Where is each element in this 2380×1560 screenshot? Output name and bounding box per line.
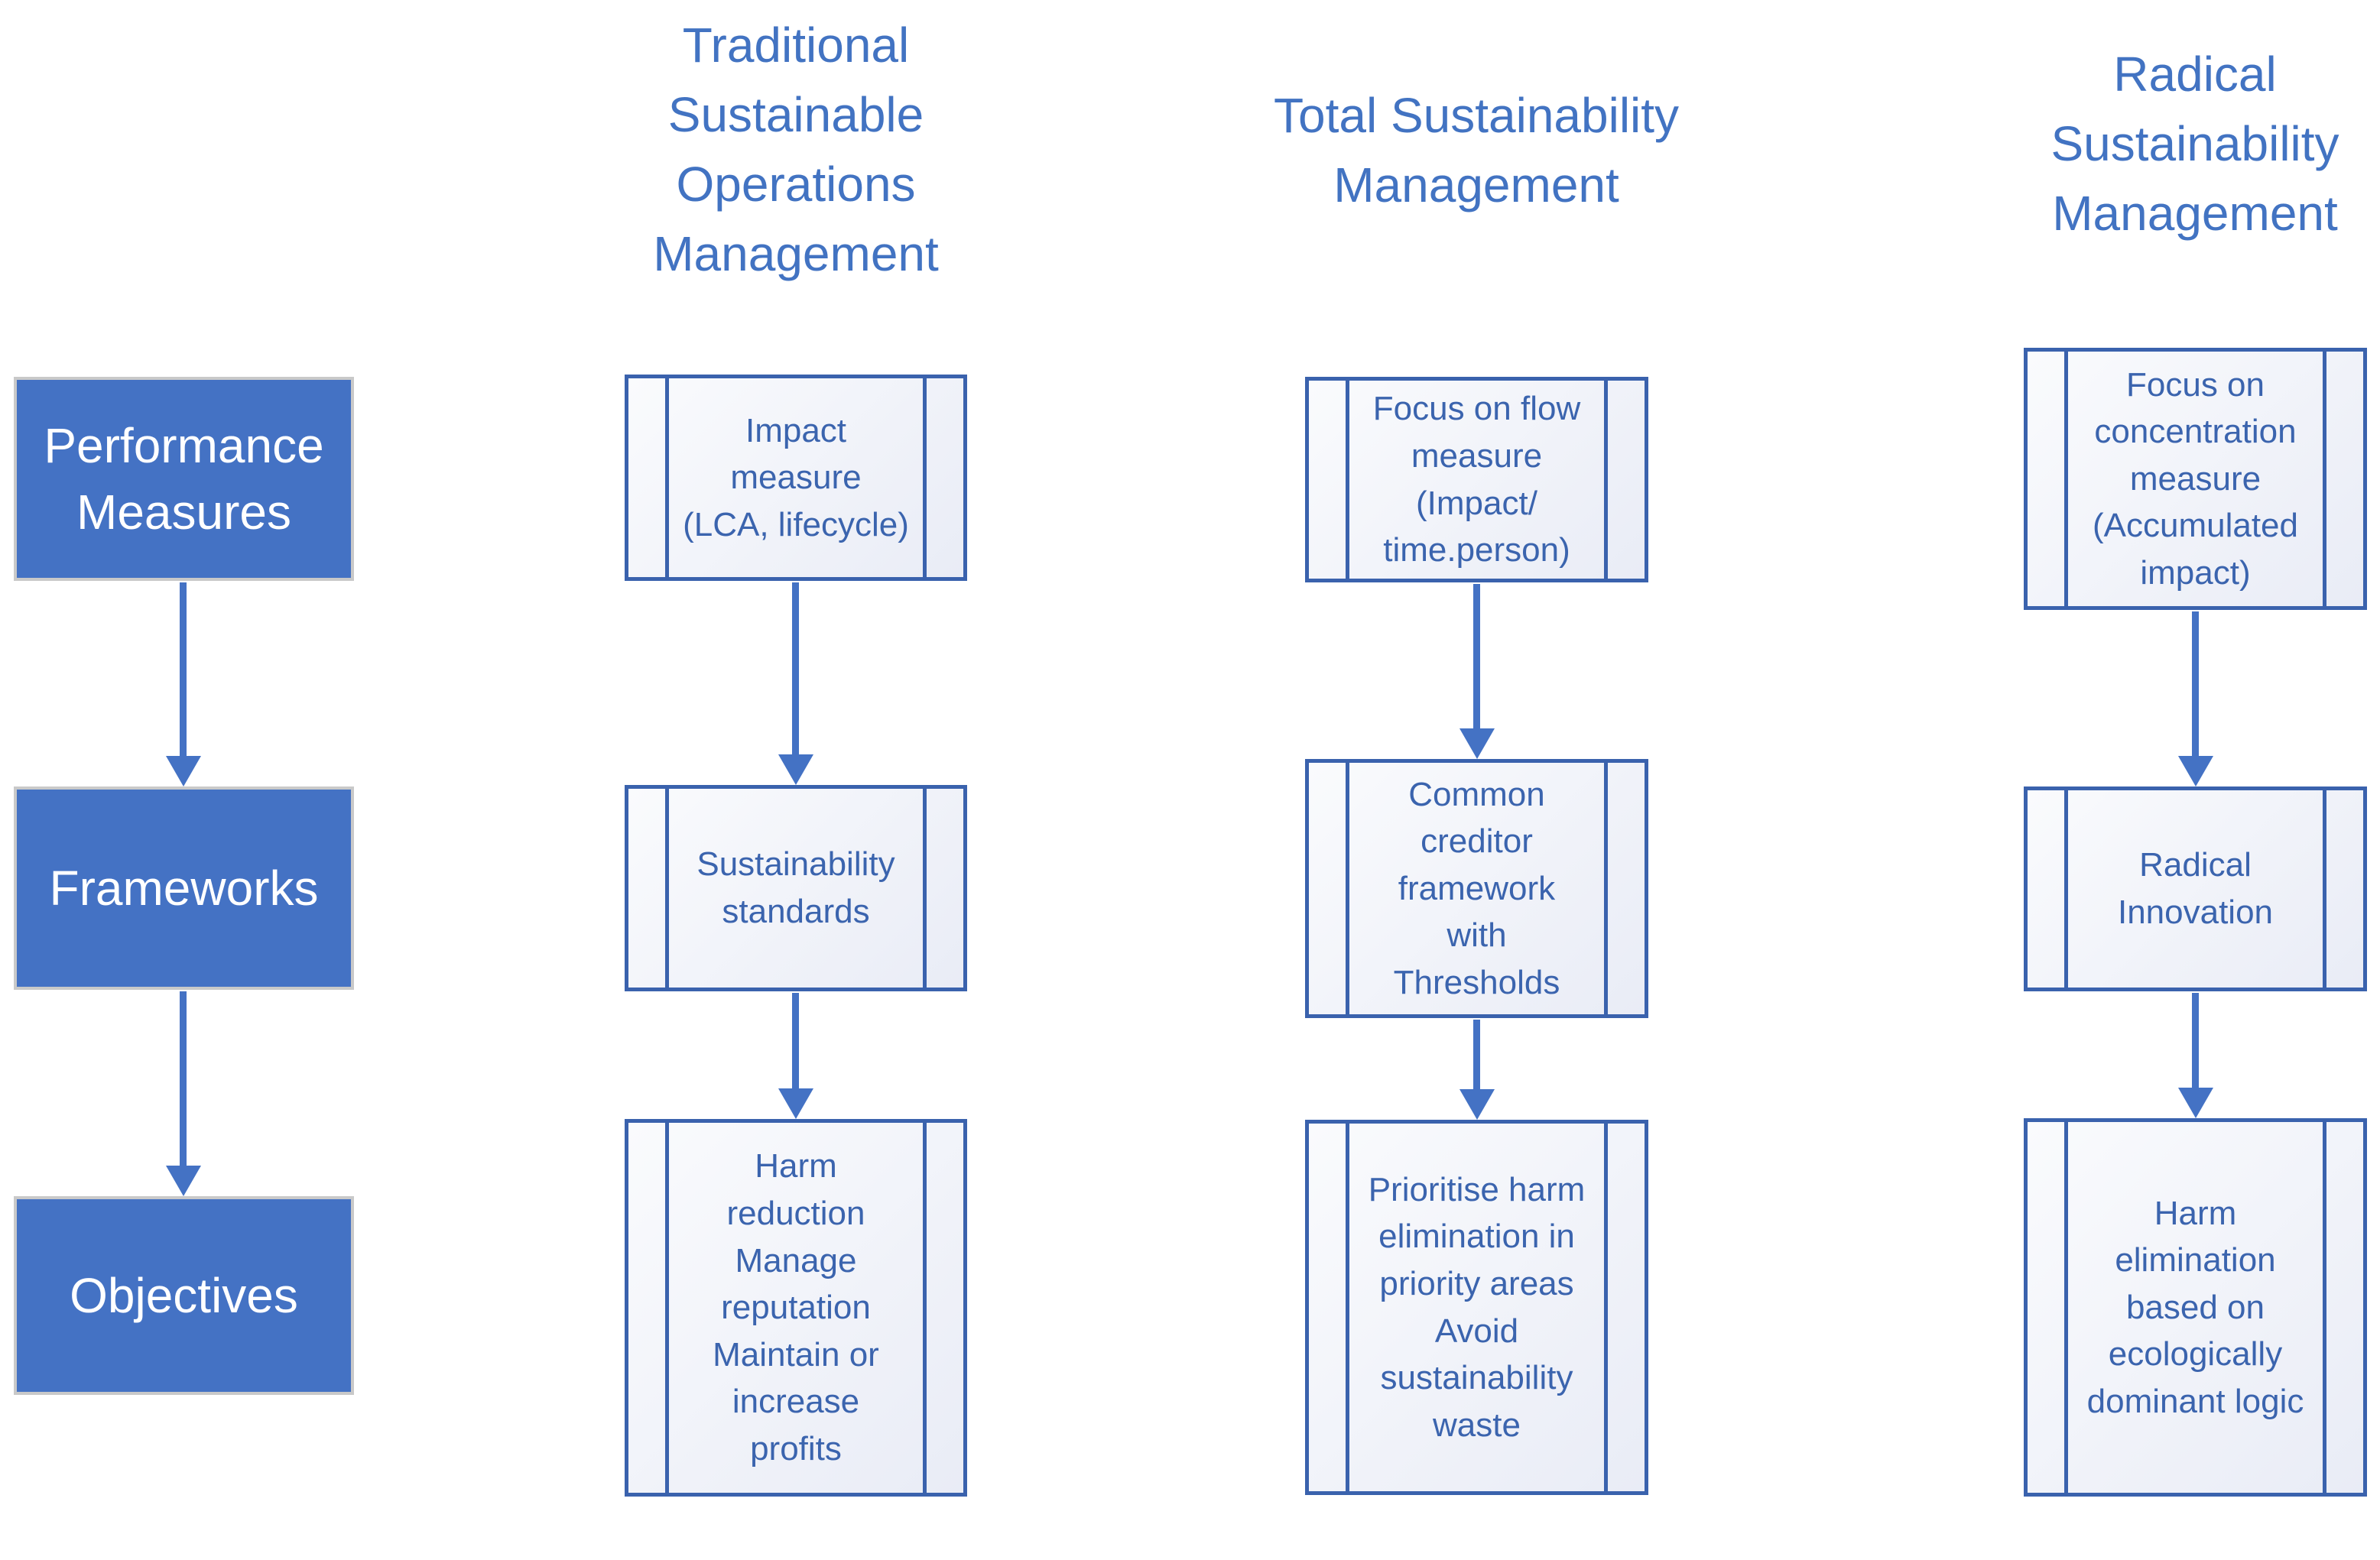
box-radical-innovation-text: Radical Innovation — [2117, 846, 2274, 931]
box-common-creditor-framework-text: Common creditor framework with Threshold… — [1393, 775, 1560, 1001]
arrow-flow-measure-to-common-creditor-framework — [1459, 584, 1495, 759]
box-radical-innovation: Radical Innovation — [2024, 786, 2367, 991]
predefined-process-left-bar — [2064, 352, 2068, 606]
predefined-process-right-bar — [2323, 352, 2326, 606]
arrow-concentration-measure-to-radical-innovation — [2178, 611, 2213, 786]
predefined-process-left-bar — [2064, 1122, 2068, 1493]
arrow-common-creditor-framework-to-prioritise-harm-elimination — [1459, 1020, 1495, 1120]
predefined-process-left-bar — [665, 789, 669, 988]
arrow-stem — [792, 993, 799, 1090]
arrow-head-down-icon — [778, 754, 813, 785]
box-impact-measure: Impact measure (LCA, lifecycle) — [625, 375, 967, 581]
box-harm-elimination: Harm elimination based on ecologically d… — [2024, 1118, 2367, 1497]
predefined-process-right-bar — [923, 1123, 927, 1493]
predefined-process-left-bar — [1346, 381, 1349, 579]
arrow-radical-innovation-to-harm-elimination — [2178, 993, 2213, 1118]
arrow-stem — [2192, 611, 2199, 757]
row-label-performance-measures-text: Performance Measures — [44, 418, 324, 540]
predefined-process-right-bar — [1604, 763, 1608, 1014]
arrow-stem — [180, 582, 187, 757]
arrow-head-down-icon — [1459, 1089, 1495, 1120]
box-harm-reduction-objectives: Harm reduction Manage reputation Maintai… — [625, 1119, 967, 1497]
column-header-radical-sustainability-management: Radical Sustainability Management — [2050, 47, 2339, 241]
column-header-total-sustainability-management: Total Sustainability Management — [1273, 88, 1680, 212]
box-concentration-measure: Focus on concentration measure (Accumula… — [2024, 348, 2367, 610]
box-impact-measure-text: Impact measure (LCA, lifecycle) — [683, 411, 909, 543]
arrow-stem — [180, 991, 187, 1167]
predefined-process-right-bar — [1604, 1124, 1608, 1491]
column-header-traditional-sustainable-operations-management: Traditional Sustainable Operations Manag… — [653, 18, 939, 281]
arrow-stem — [792, 582, 799, 756]
arrow-head-down-icon — [2178, 1088, 2213, 1118]
box-concentration-measure-text: Focus on concentration measure (Accumula… — [2092, 365, 2298, 592]
box-sustainability-standards-text: Sustainability standards — [696, 845, 895, 930]
predefined-process-left-bar — [665, 1123, 669, 1493]
predefined-process-right-bar — [2323, 790, 2326, 988]
box-flow-measure: Focus on flow measure (Impact/ time.pers… — [1305, 377, 1648, 582]
predefined-process-right-bar — [923, 378, 927, 577]
row-label-performance-measures: Performance Measures — [14, 377, 354, 581]
predefined-process-left-bar — [1346, 1124, 1349, 1491]
arrow-frameworks-to-objectives — [166, 991, 201, 1196]
arrow-stem — [1473, 1020, 1480, 1091]
row-label-frameworks: Frameworks — [14, 786, 354, 990]
arrow-head-down-icon — [2178, 756, 2213, 786]
arrow-stem — [1473, 584, 1480, 730]
row-label-objectives-text: Objectives — [70, 1267, 298, 1323]
row-label-objectives: Objectives — [14, 1196, 354, 1395]
predefined-process-right-bar — [2323, 1122, 2326, 1493]
predefined-process-left-bar — [1346, 763, 1349, 1014]
arrow-performance-measures-to-frameworks — [166, 582, 201, 786]
row-label-frameworks-text: Frameworks — [49, 860, 319, 916]
arrow-head-down-icon — [166, 756, 201, 786]
arrow-head-down-icon — [1459, 728, 1495, 759]
predefined-process-left-bar — [665, 378, 669, 577]
box-sustainability-standards: Sustainability standards — [625, 785, 967, 991]
box-prioritise-harm-elimination-text: Prioritise harm elimination in priority … — [1368, 1170, 1586, 1444]
predefined-process-right-bar — [923, 789, 927, 988]
box-prioritise-harm-elimination: Prioritise harm elimination in priority … — [1305, 1120, 1648, 1495]
predefined-process-left-bar — [2064, 790, 2068, 988]
arrow-head-down-icon — [778, 1088, 813, 1119]
box-harm-elimination-text: Harm elimination based on ecologically d… — [2086, 1194, 2304, 1420]
box-flow-measure-text: Focus on flow measure (Impact/ time.pers… — [1372, 390, 1581, 569]
predefined-process-right-bar — [1604, 381, 1608, 579]
box-common-creditor-framework: Common creditor framework with Threshold… — [1305, 759, 1648, 1018]
arrow-head-down-icon — [166, 1166, 201, 1196]
box-harm-reduction-objectives-text: Harm reduction Manage reputation Maintai… — [713, 1147, 879, 1468]
arrow-impact-measure-to-sustainability-standards — [778, 582, 813, 785]
arrow-sustainability-standards-to-harm-reduction — [778, 993, 813, 1119]
arrow-stem — [2192, 993, 2199, 1089]
